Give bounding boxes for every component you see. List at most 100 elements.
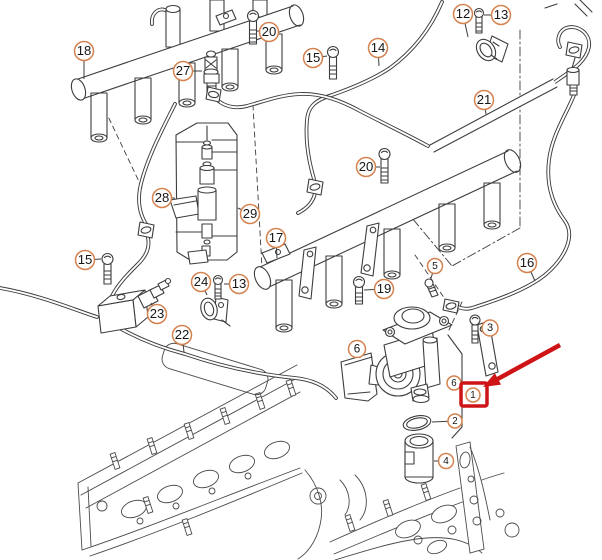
callout-circle [228,273,250,295]
callout-number: 6 [451,378,456,389]
head-studs-left [109,379,297,536]
rail18-tab [215,9,237,26]
callout-20: 20 [355,156,380,178]
pressure-valve-27 [203,50,222,103]
callout-circle [426,257,444,275]
callout-number: 18 [77,43,92,58]
callout-number: 13 [232,276,247,291]
callout-circle [465,387,481,403]
sensor-23 [137,277,172,309]
callout-number: 15 [306,50,321,65]
callout-number: 6 [354,342,361,355]
callout-circle [516,252,538,274]
callout-number: 16 [520,255,535,270]
highlight-arrow-shaft [495,343,562,382]
rail17-cups [275,182,501,333]
banjo-fitting-21 [565,41,583,96]
callout-number: 15 [78,252,93,267]
callout-13: 13 [484,4,512,26]
callout-27: 27 [172,60,202,82]
callout-21: 21 [473,89,495,115]
callout-4: 4 [434,452,455,470]
callout-number: 12 [456,6,471,21]
callout-number: 19 [377,281,392,296]
callout-circle [265,227,287,249]
callout-13: 13 [224,273,250,295]
clamp-24 [200,296,231,327]
callout-number: 22 [175,327,190,342]
callout-circle [74,249,96,271]
injector-detail-box [169,122,238,265]
screw-5 [424,278,439,298]
callout-3: 3 [480,319,499,337]
highlight-arrow-head [483,373,502,387]
callout-circle [73,40,95,62]
callout-number: 1 [470,390,475,401]
callout-circle [347,339,367,359]
callout-circle [302,47,324,69]
union-nut-16 [442,298,460,314]
callout-circle [151,187,173,209]
callout-circle [355,156,377,178]
callout-circle [490,4,512,26]
callout-number: 23 [150,306,165,321]
callout-22: 22 [171,324,193,353]
highlight-box [459,381,489,408]
callout-17: 17 [265,227,287,259]
callout-18: 18 [73,40,95,79]
callout-circle [437,452,455,470]
pipe-14 [304,0,444,181]
callout-24: 24 [190,271,212,296]
callout-15: 15 [74,249,102,271]
callout-15: 15 [302,47,328,69]
callout-12: 12 [452,3,474,38]
bolt-19 [352,275,366,305]
callout-circle [452,3,474,25]
fuel-pipes [0,0,593,400]
callout-number: 21 [477,92,492,107]
valve-cover-outline [161,342,269,396]
fuel-rail-18 [70,0,305,143]
callout-circle [190,271,212,293]
bolt-15-top [326,45,340,80]
callout-circle [447,413,463,429]
bolt-20-top [246,9,260,45]
injector-exploded [169,125,238,265]
o-ring-2 [402,415,432,431]
callout-circle [172,60,194,82]
callout-2: 2 [431,413,463,429]
callout-number: 29 [243,206,258,221]
callout-circle [481,319,499,337]
callout-circle [239,203,261,225]
callout-20: 20 [256,21,280,43]
rail18-cups [90,33,283,143]
callout-1: 1 [465,387,481,403]
rail17-brackets [298,222,499,377]
callout-19: 19 [363,278,395,300]
callout-number: 24 [194,274,209,289]
cylinder-head-left [77,342,303,557]
callout-number: 20 [262,24,277,39]
callout-circle [146,303,168,325]
high-pressure-pump [340,306,453,404]
clamp-12 [475,35,509,63]
junction-block [97,289,149,334]
callout-circle [171,324,193,346]
bolt-15-left [101,252,114,285]
fuel-rail-17 [253,149,522,377]
callout-circle [373,278,395,300]
banjo-nut-riser [306,178,324,196]
callout-number: 2 [452,416,457,427]
callout-circle [258,21,280,43]
callout-number: 27 [176,63,191,78]
callout-number: 28 [155,190,170,205]
callout-number: 14 [371,40,386,55]
pipe-27-outlet [214,92,430,148]
callout-number: 4 [443,456,449,467]
bolt-20-mid [378,147,391,184]
callout-6: 6 [446,375,462,391]
callout-16: 16 [516,252,538,282]
